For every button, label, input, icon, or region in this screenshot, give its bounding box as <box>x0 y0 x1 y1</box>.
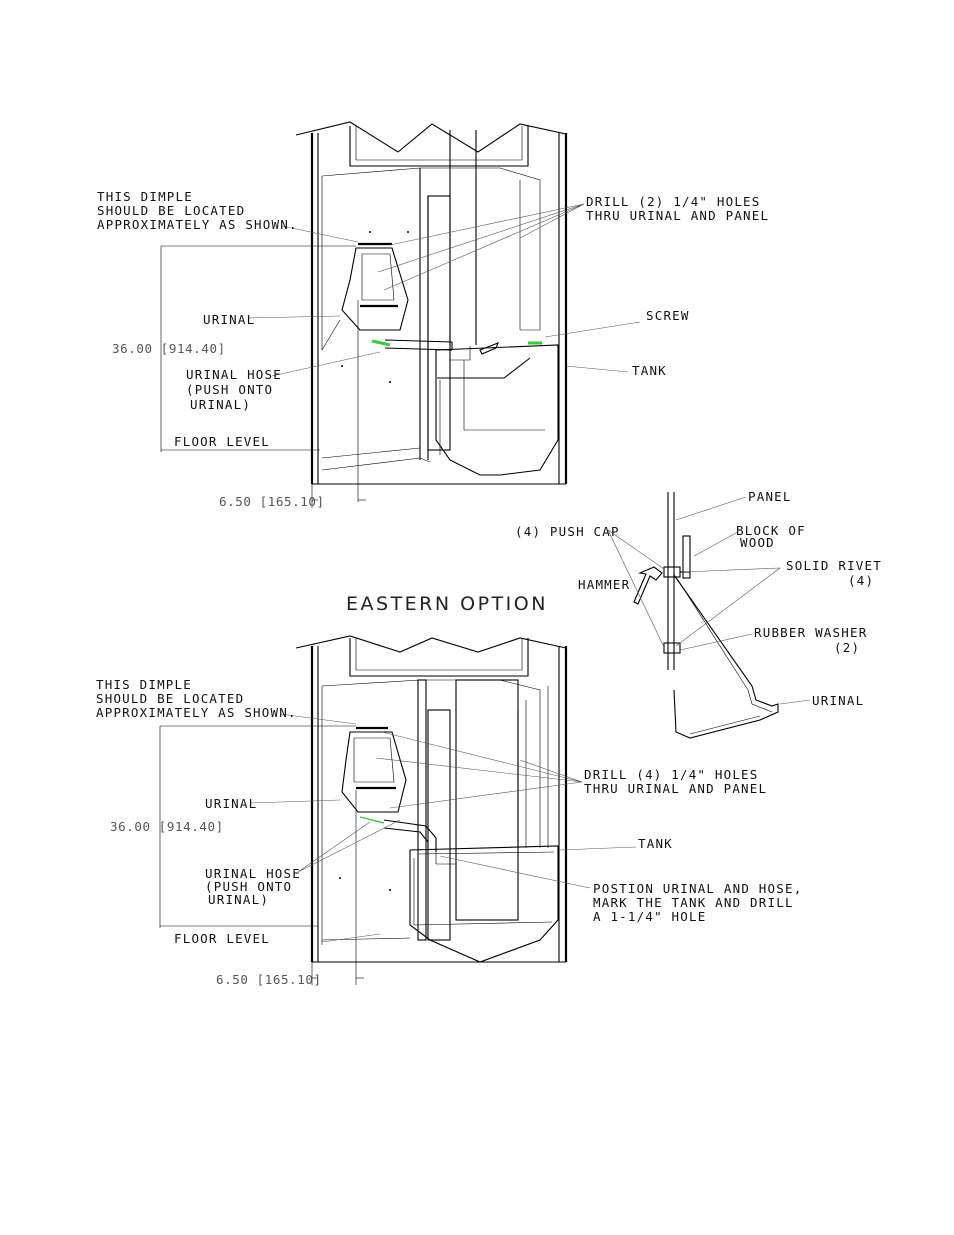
rivet-detail: PANEL BLOCK OF WOOD (4) PUSH CAP SOLID R… <box>515 489 882 739</box>
bottom-height-dim: 36.00 [914.40] <box>110 819 224 834</box>
bottom-position-note-line3: A 1-1/4" HOLE <box>593 909 706 924</box>
bottom-offset-dim: 6.50 [165.10] <box>216 972 322 987</box>
detail-washer-label-line2: (2) <box>834 640 860 655</box>
solid-rivet-icon <box>663 566 681 578</box>
detail-block-label-line1: BLOCK OF <box>736 523 806 538</box>
detail-rivet-label-line1: SOLID RIVET <box>786 558 882 573</box>
detail-wood-block <box>682 535 691 579</box>
eastern-option-title: EASTERN OPTION <box>346 593 548 615</box>
bottom-hose-note-line1: URINAL HOSE <box>205 866 301 881</box>
bottom-floor-label: FLOOR LEVEL <box>174 931 270 946</box>
bottom-view: EASTERN OPTION <box>96 593 802 987</box>
top-cabinet-outline <box>295 121 567 153</box>
top-hose-note-line1: URINAL HOSE <box>186 367 282 382</box>
top-tank <box>435 344 559 476</box>
top-view: THIS DIMPLE SHOULD BE LOCATED APPROXIMAT… <box>97 121 769 509</box>
bottom-urinal-hose <box>383 819 437 852</box>
detail-urinal-label: URINAL <box>812 693 864 708</box>
bottom-position-note-line1: POSTION URINAL AND HOSE, <box>593 881 802 896</box>
detail-hammer-label: HAMMER <box>578 577 630 592</box>
bottom-tank-label: TANK <box>638 836 673 851</box>
top-screw-label: SCREW <box>646 308 690 323</box>
detail-rivet-label-line2: (4) <box>848 573 874 588</box>
bottom-drill-note-line2: THRU URINAL AND PANEL <box>584 781 767 796</box>
bottom-tank <box>409 845 559 963</box>
top-hose-note-line2: (PUSH ONTO <box>186 382 273 397</box>
detail-washer-label-line1: RUBBER WASHER <box>754 625 867 640</box>
bottom-dimple-note-line3: APPROXIMATELY AS SHOWN. <box>96 705 297 720</box>
detail-panel-label: PANEL <box>748 489 792 504</box>
top-height-dim: 36.00 [914.40] <box>112 341 226 356</box>
bottom-drill-note-line1: DRILL (4) 1/4" HOLES <box>584 767 759 782</box>
top-dimple-note-line1: THIS DIMPLE <box>97 189 193 204</box>
top-urinal-label: URINAL <box>203 312 255 327</box>
top-offset-dim: 6.50 [165.10] <box>219 494 325 509</box>
detail-block-label-line2: WOOD <box>740 535 775 550</box>
bottom-dimple-note-line1: THIS DIMPLE <box>96 677 192 692</box>
bottom-cabinet-outline <box>295 635 567 653</box>
bottom-dimple-note-line2: SHOULD BE LOCATED <box>96 691 244 706</box>
top-urinal <box>341 247 409 331</box>
detail-urinal <box>673 574 779 739</box>
top-drill-note-line1: DRILL (2) 1/4" HOLES <box>586 194 761 209</box>
top-dimple-note-line2: SHOULD BE LOCATED <box>97 203 245 218</box>
bottom-hose-note-line3: URINAL) <box>208 892 269 907</box>
bottom-hose-note-line2: (PUSH ONTO <box>205 879 292 894</box>
screw-icon <box>479 342 499 355</box>
hammer-icon <box>633 566 663 605</box>
top-tank-label: TANK <box>632 363 667 378</box>
bottom-position-note-line2: MARK THE TANK AND DRILL <box>593 895 794 910</box>
top-urinal-hose <box>384 339 453 351</box>
top-drill-note-line2: THRU URINAL AND PANEL <box>586 208 769 223</box>
top-floor-label: FLOOR LEVEL <box>174 434 270 449</box>
top-dimple-note-line3: APPROXIMATELY AS SHOWN. <box>97 217 298 232</box>
bottom-urinal-label: URINAL <box>205 796 257 811</box>
bottom-urinal <box>341 731 407 813</box>
solid-rivet-icon <box>663 642 681 654</box>
detail-push-cap-label: (4) PUSH CAP <box>515 524 620 539</box>
top-hose-note-line3: URINAL) <box>190 397 251 412</box>
